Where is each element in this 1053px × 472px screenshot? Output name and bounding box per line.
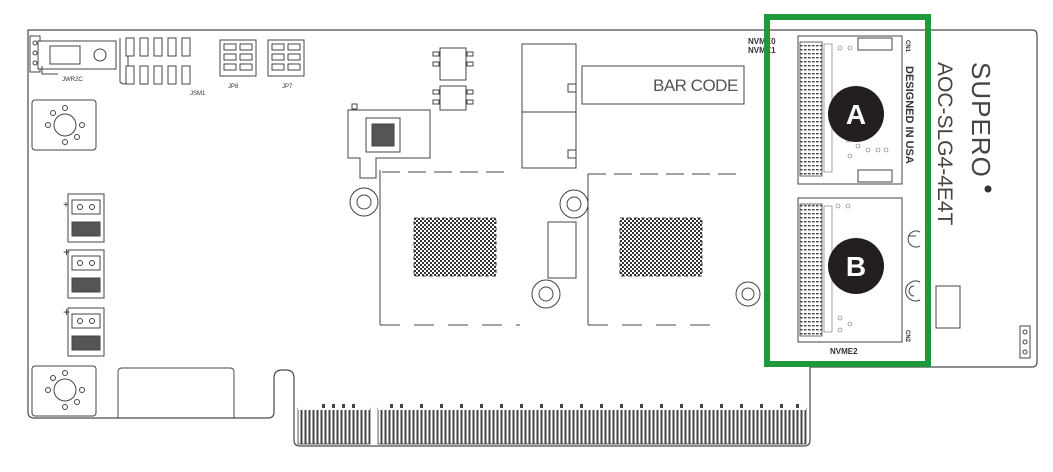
right-edge-led bbox=[1019, 325, 1031, 359]
ic-chip-small bbox=[432, 47, 474, 111]
small-label-box bbox=[935, 285, 961, 329]
jwr2c-connector bbox=[29, 35, 117, 75]
jp7-label: JP7 bbox=[282, 84, 293, 90]
nvme2-label: NVME2 bbox=[830, 347, 858, 356]
nvme1-label: NVME1 bbox=[748, 46, 776, 55]
heatsink-right bbox=[531, 173, 761, 326]
led-group-2: + bbox=[63, 245, 105, 299]
led-group-3: + bbox=[63, 305, 105, 357]
designed-in-label: DESIGNED IN USA bbox=[903, 66, 915, 164]
heatsink-left bbox=[349, 170, 520, 326]
mount-hole-bottom-left bbox=[31, 365, 97, 417]
nvme0-label: NVME0 bbox=[748, 37, 776, 46]
registered-icon bbox=[984, 185, 992, 193]
barcode-area: BAR CODE bbox=[581, 65, 745, 105]
model-label: AOC-SLG4-4E4T bbox=[933, 62, 956, 226]
callout-b-label: B bbox=[846, 251, 866, 282]
callout-b: B bbox=[828, 238, 884, 294]
jsm1-component bbox=[119, 37, 191, 85]
svg-text:+: + bbox=[63, 305, 70, 319]
certification-marks bbox=[905, 230, 921, 302]
barcode-label: BAR CODE bbox=[653, 76, 738, 95]
pcie-edge-connector bbox=[297, 400, 807, 445]
nvme-highlight-box bbox=[764, 14, 931, 367]
cn1-label: CN1 bbox=[904, 40, 910, 53]
led-group-1: + bbox=[63, 193, 105, 243]
svg-text:+: + bbox=[63, 245, 70, 259]
cn2-label: CN2 bbox=[904, 330, 910, 343]
component-boxes bbox=[521, 43, 577, 169]
brand-label: SUPERO bbox=[966, 62, 996, 178]
jsm1-label: JSM1 bbox=[190, 91, 206, 97]
jp8-jumper bbox=[219, 39, 257, 77]
callout-a-label: A bbox=[846, 99, 866, 130]
callout-a: A bbox=[828, 86, 884, 142]
svg-text:+: + bbox=[63, 200, 69, 211]
mount-hole-top-left bbox=[31, 99, 97, 151]
controller-chip bbox=[347, 103, 431, 179]
jp7-jumper bbox=[267, 39, 305, 77]
jwr2c-label: JWR2C bbox=[62, 77, 83, 83]
jp8-label: JP8 bbox=[228, 84, 239, 90]
board-outline bbox=[27, 29, 1038, 447]
